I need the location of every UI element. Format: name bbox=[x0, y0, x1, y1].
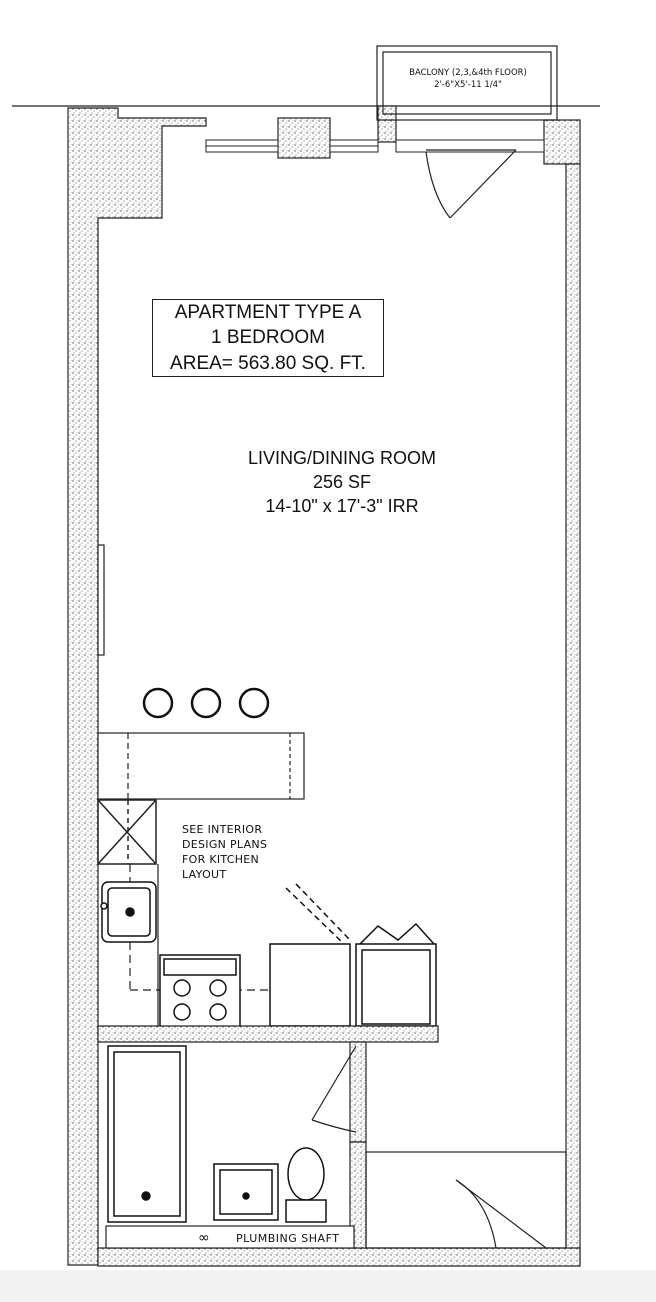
balcony-label: BACLONY (2,3,&4th FLOOR) bbox=[409, 68, 527, 78]
kitchen-note-line-3: FOR KITCHEN bbox=[182, 853, 260, 866]
windows bbox=[205, 139, 545, 153]
kitchen-note-line-1: SEE INTERIOR bbox=[182, 823, 263, 836]
dishwasher bbox=[269, 883, 351, 1027]
room-dimensions: 14-10" x 17'-3" IRR bbox=[265, 496, 419, 516]
title-line-3: AREA= 563.80 SQ. FT. bbox=[170, 353, 366, 374]
balcony-dimensions: 2'-6"X5'-11 1/4" bbox=[434, 80, 502, 90]
stove bbox=[159, 954, 241, 1028]
title-line-1: APARTMENT TYPE A bbox=[174, 302, 362, 323]
balcony-door bbox=[425, 149, 517, 219]
bathtub bbox=[107, 1045, 187, 1223]
room-name: LIVING/DINING ROOM bbox=[247, 448, 436, 468]
kitchen-note-line-4: LAYOUT bbox=[182, 868, 227, 881]
plumbing-symbol: ∞ bbox=[198, 1230, 210, 1246]
room-area: 256 SF bbox=[312, 472, 372, 492]
title-line-2: 1 BEDROOM bbox=[210, 327, 326, 348]
vanity bbox=[213, 1163, 279, 1221]
page-footer-band bbox=[0, 1270, 656, 1302]
plumbing-shaft bbox=[105, 1225, 355, 1249]
upper-cabinet bbox=[97, 799, 157, 865]
closet-door bbox=[365, 1151, 567, 1249]
kitchen-note-line-2: DESIGN PLANS bbox=[182, 838, 268, 851]
refrigerator bbox=[355, 922, 437, 1027]
bath-door bbox=[311, 1045, 357, 1133]
kitchen-counter bbox=[97, 732, 305, 800]
exterior-walls bbox=[67, 105, 581, 1267]
plumbing-shaft-label: PLUMBING SHAFT bbox=[236, 1232, 340, 1245]
title-block bbox=[152, 299, 384, 377]
sink bbox=[100, 881, 157, 943]
toilet bbox=[285, 1147, 327, 1223]
bar-stools bbox=[142, 687, 270, 719]
balcony bbox=[376, 45, 558, 121]
kitchen-note: SEE INTERIOR DESIGN PLANS FOR KITCHEN LA… bbox=[182, 822, 267, 882]
